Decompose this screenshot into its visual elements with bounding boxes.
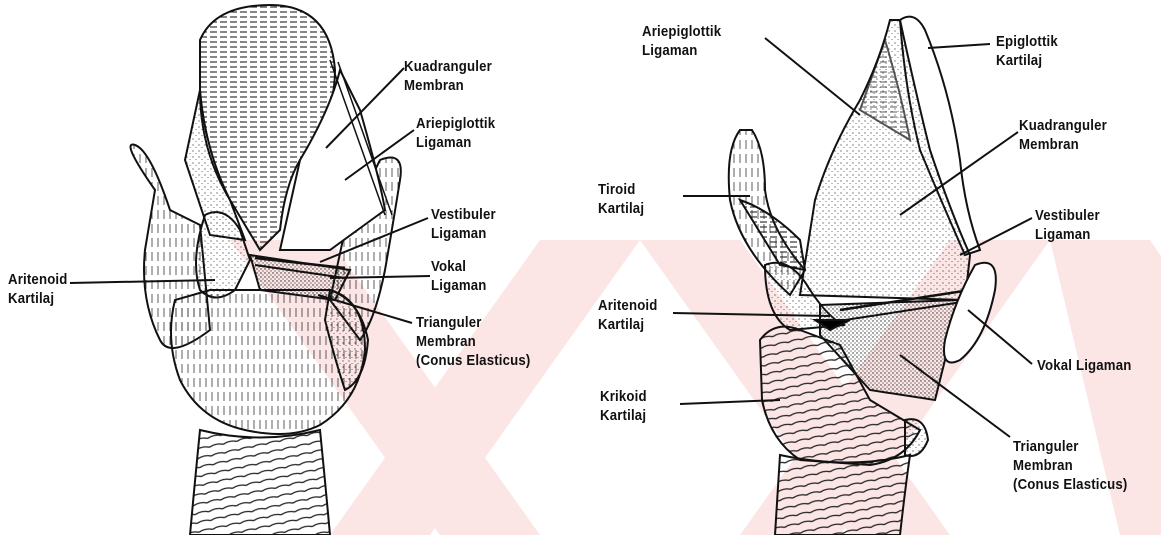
label-right-tiroid-kartilaj: Tiroid Kartilaj: [598, 180, 644, 218]
label-right-vokal-ligaman: Vokal Ligaman: [1037, 356, 1131, 375]
label-right-trianguler-membran: Trianguler Membran (Conus Elasticus): [1013, 437, 1127, 494]
label-right-krikoid-kartilaj: Krikoid Kartilaj: [600, 387, 647, 425]
label-left-vestibuler-ligaman: Vestibuler Ligaman: [431, 205, 496, 243]
label-left-kuadranguler-membran: Kuadranguler Membran: [404, 57, 492, 95]
label-left-trianguler-membran: Trianguler Membran (Conus Elasticus): [416, 313, 530, 370]
label-left-vokal-ligaman: Vokal Ligaman: [431, 257, 487, 295]
label-right-aritenoid-kartilaj: Aritenoid Kartilaj: [598, 296, 658, 334]
label-left-aritenoid-kartilaj: Aritenoid Kartilaj: [8, 270, 68, 308]
label-right-epiglottik-kartilaj: Epiglottik Kartilaj: [996, 32, 1058, 70]
label-right-ariepiglottik-ligaman: Ariepiglottik Ligaman: [642, 22, 721, 60]
label-right-kuadranguler-membran: Kuadranguler Membran: [1019, 116, 1107, 154]
label-left-ariepiglottik-ligaman: Ariepiglottik Ligaman: [416, 114, 495, 152]
label-right-vestibuler-ligaman: Vestibuler Ligaman: [1035, 206, 1100, 244]
right-larynx-figure: [729, 17, 996, 535]
left-larynx-figure: [131, 5, 401, 535]
